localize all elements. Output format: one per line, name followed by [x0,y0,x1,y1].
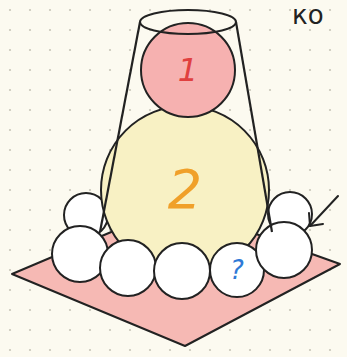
pointer-arrowhead [309,213,323,226]
note-text: ко [292,2,324,28]
ball-node: 1 [140,22,236,118]
ball-circle [141,23,235,117]
ball-number: 2 [168,163,202,217]
small-ball [52,226,108,282]
ball-number: ? [230,257,244,283]
ball-number: 1 [178,54,198,86]
pointer-arrow [310,196,338,226]
small-ball [268,192,312,236]
ball-node: ? [209,242,265,298]
ball-circle [210,243,264,297]
